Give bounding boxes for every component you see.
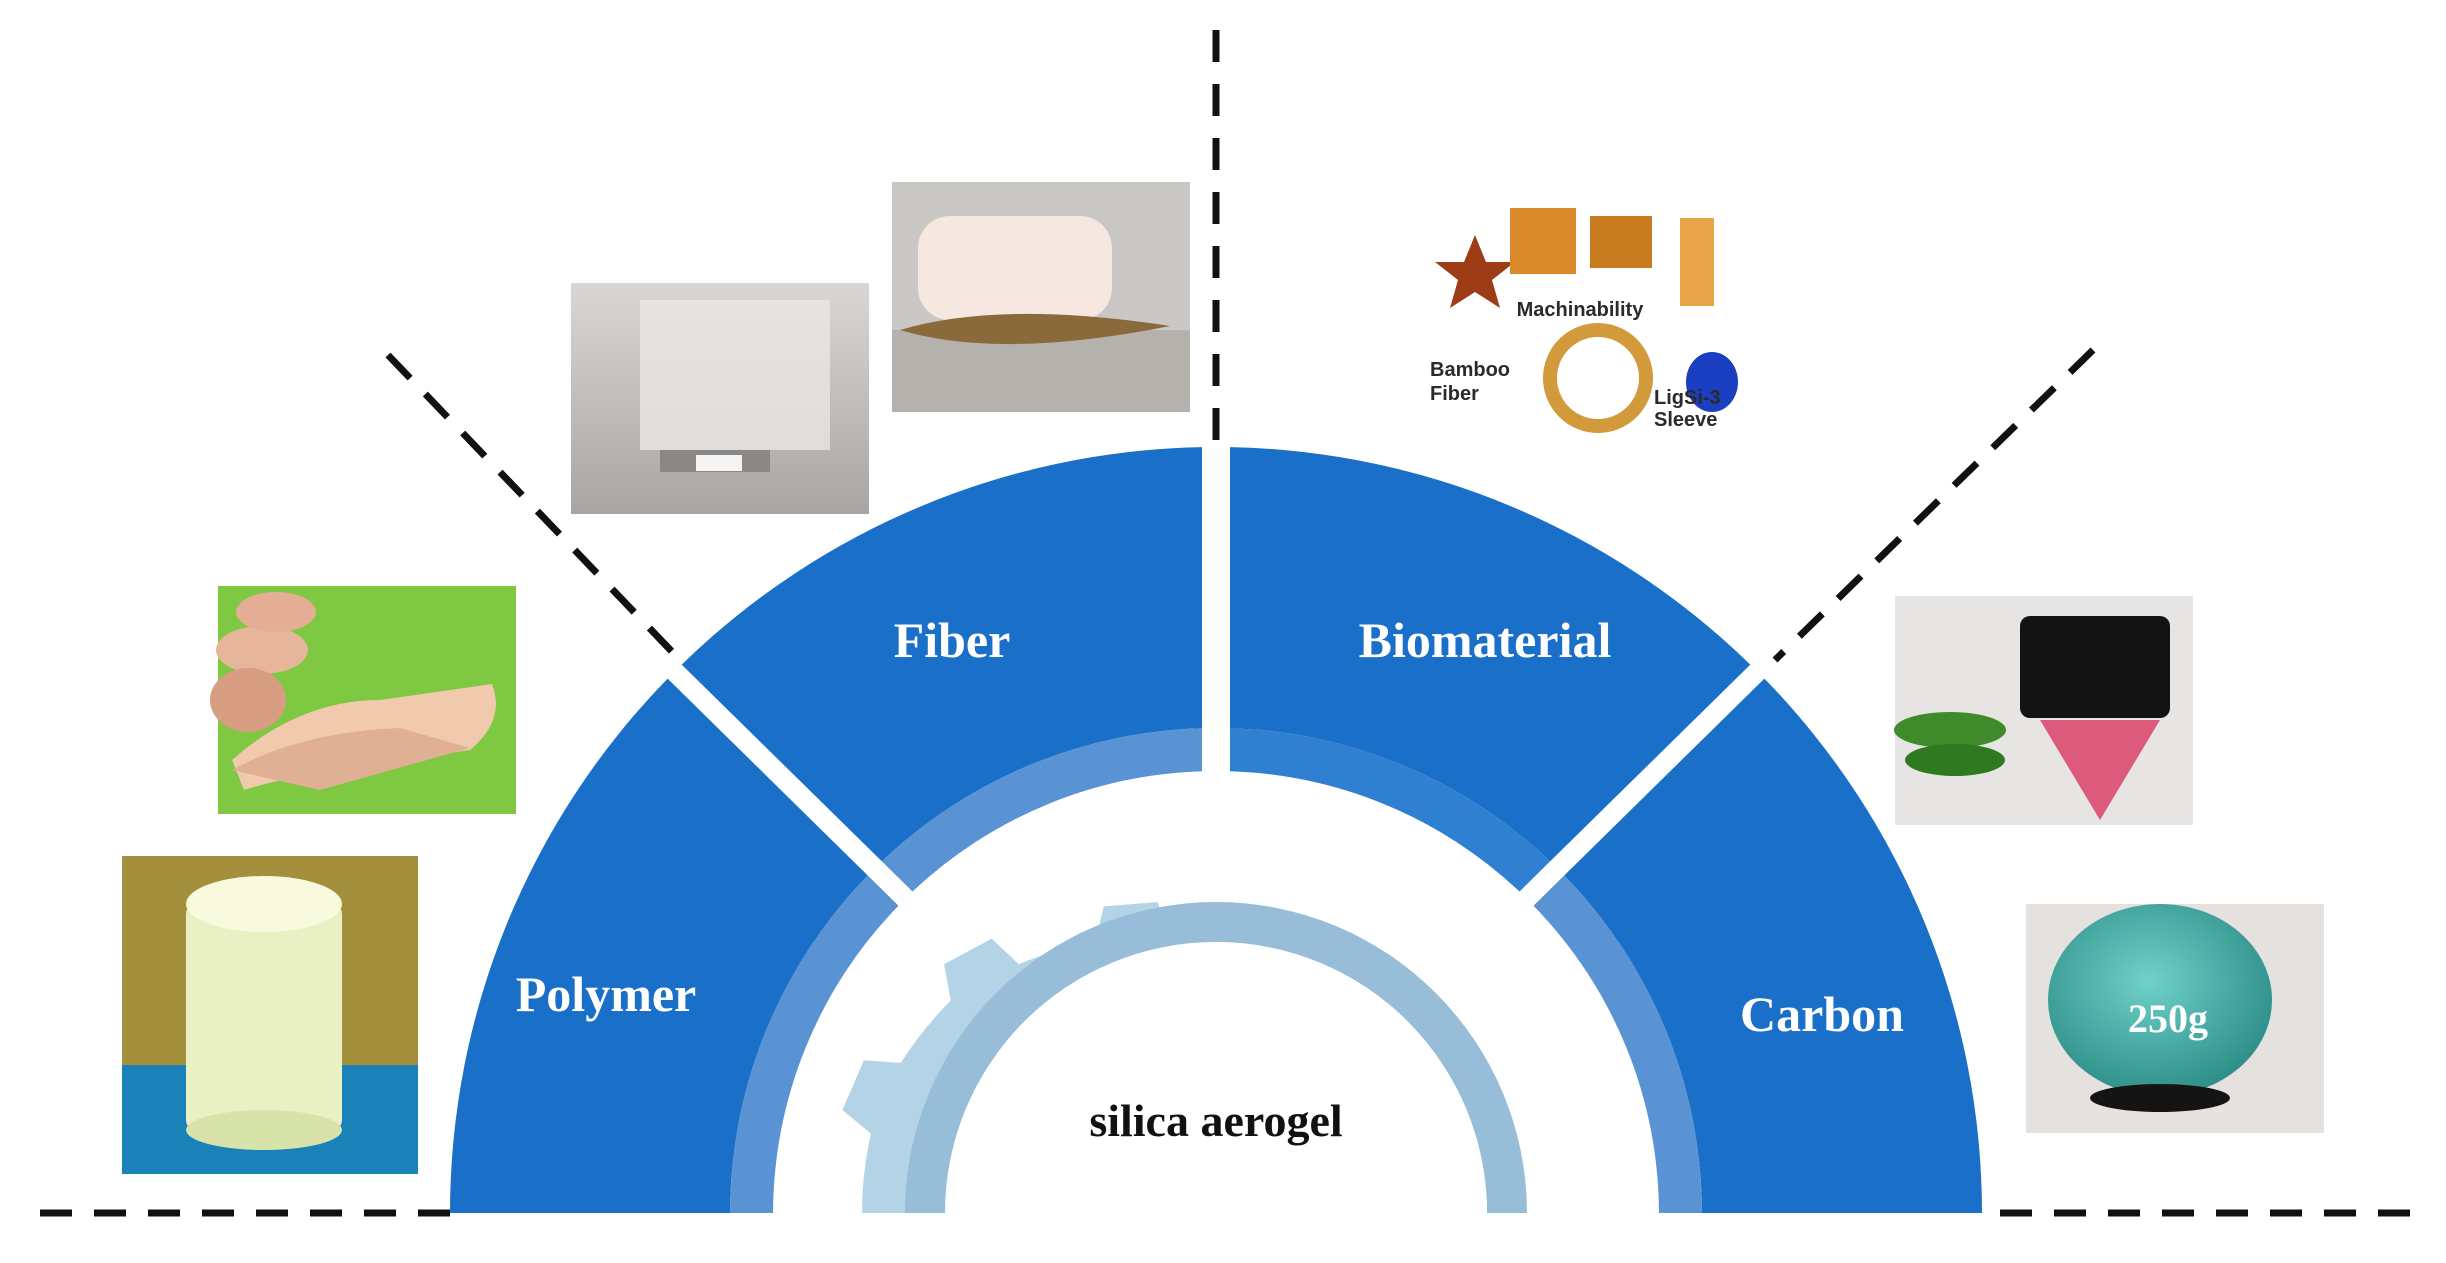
photo-polymer-flexible-film: [210, 586, 516, 814]
gear-icon: [842, 902, 1527, 1213]
inner-band-carbon: [1533, 875, 1702, 1213]
divider-lines: [40, 30, 2420, 1217]
inner-band-fiber: [881, 728, 1202, 892]
gear-ring: [905, 902, 1527, 1213]
carbon-weight-label: 250g: [2128, 996, 2208, 1041]
segment-label-polymer: Polymer: [516, 966, 696, 1022]
segment-label-biomaterial: Biomaterial: [1359, 612, 1612, 668]
segment-carbon: [1564, 678, 1982, 1213]
segment-fiber: [681, 447, 1202, 862]
center-label: silica aerogel: [1089, 1095, 1342, 1146]
biomaterial-callout-right-1: LigSi-3: [1654, 387, 1721, 409]
biomaterial-callout-left-1: Bamboo: [1430, 359, 1510, 381]
gear-hub: [945, 942, 1487, 1213]
photo-biomaterial-shapes: Machinability Bamboo Fiber LigSi-3 Sleev…: [1428, 200, 1744, 433]
photo-polymer-cylinder: [122, 856, 418, 1174]
segment-label-carbon: Carbon: [1740, 986, 1904, 1042]
biomaterial-callout-top: Machinability: [1517, 299, 1645, 321]
photo-carbon-glass-weight: 250g: [2026, 904, 2324, 1133]
photo-fiber-beaker: [571, 283, 869, 514]
photo-carbon-aerogel-on-flower: [1894, 596, 2193, 825]
segment-polymer: [450, 678, 868, 1213]
inner-band-biomaterial: [1230, 728, 1551, 892]
photo-fiber-aerogel-on-grass: [892, 182, 1190, 412]
inner-band: [730, 728, 1702, 1213]
segment-ring: [450, 447, 1982, 1213]
biomaterial-callout-right-2: Sleeve: [1654, 409, 1717, 431]
left-diagonal-divider: [385, 352, 683, 663]
biomaterial-callout-left-2: Fiber: [1430, 383, 1479, 405]
segment-biomaterial: [1230, 447, 1751, 862]
inner-band-polymer: [730, 875, 899, 1213]
segment-label-fiber: Fiber: [894, 612, 1011, 668]
right-diagonal-divider: [1772, 347, 2096, 663]
